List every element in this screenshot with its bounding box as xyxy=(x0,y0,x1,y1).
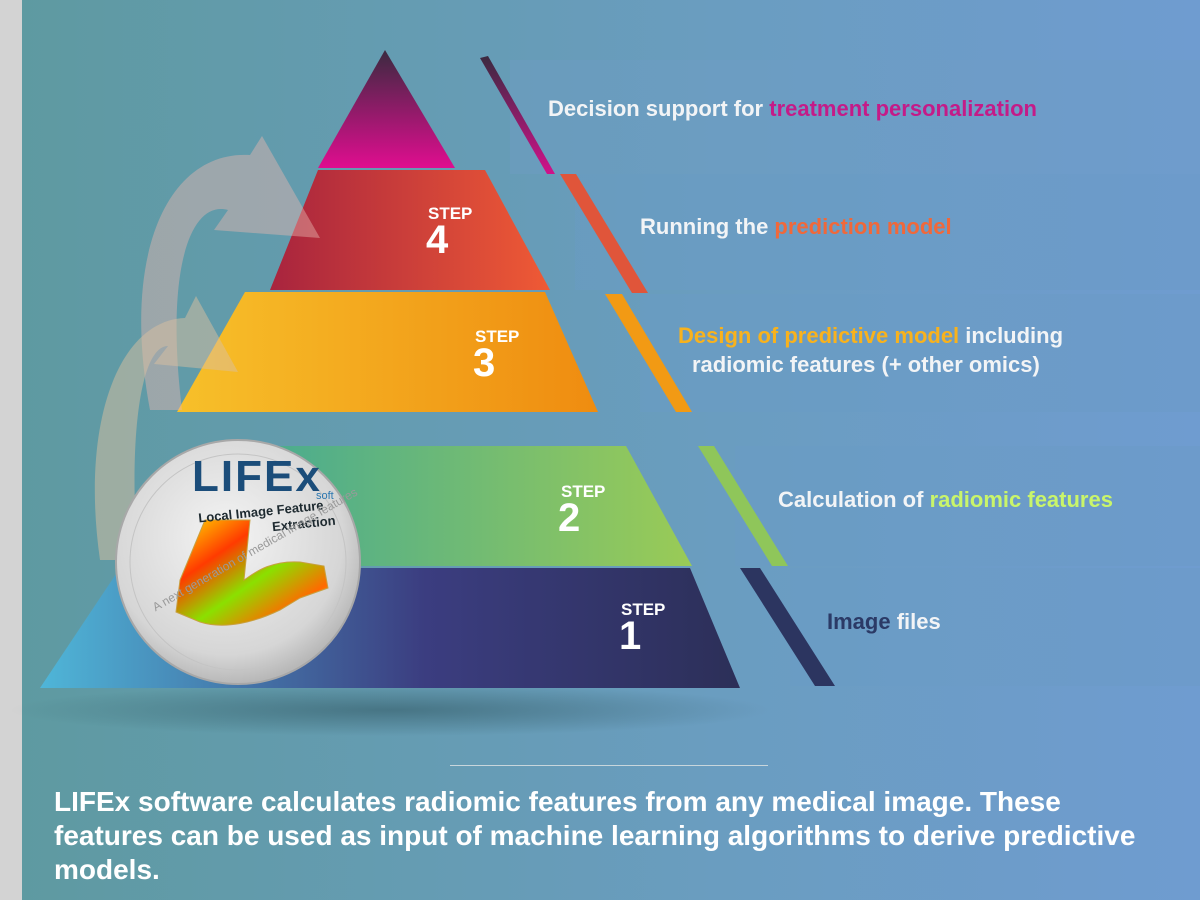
separator-3 xyxy=(605,294,692,412)
label-decision-support: Decision support for treatment personali… xyxy=(548,96,1037,122)
step-2-number: 2 xyxy=(558,496,581,540)
label-band-5 xyxy=(510,60,1200,174)
label-image-files: Image files xyxy=(827,609,941,635)
step-1-word: STEP xyxy=(621,600,666,619)
label-4-highlight: prediction model xyxy=(774,214,952,239)
label-band-3 xyxy=(640,294,1200,412)
logo-title: LIFEx xyxy=(192,452,322,501)
arrow-icon-upper xyxy=(141,136,320,410)
label-band-4 xyxy=(575,174,1200,290)
tier-3 xyxy=(177,292,598,412)
heatmap-shape xyxy=(175,519,329,626)
label-design-model-line2: radiomic features (+ other omics) xyxy=(692,352,1040,377)
label-band-1 xyxy=(790,568,1200,686)
lifex-logo xyxy=(115,439,361,685)
separator-1 xyxy=(740,568,835,686)
tier-top xyxy=(318,50,455,168)
step-4-word: STEP xyxy=(428,204,473,223)
label-1-post: files xyxy=(890,609,941,634)
label-1-highlight: Image xyxy=(827,609,891,634)
tier-4 xyxy=(270,170,550,290)
label-calculation: Calculation of radiomic features xyxy=(778,487,1113,513)
step-3-word: STEP xyxy=(475,327,520,346)
label-5-pre: Decision support for xyxy=(548,96,770,121)
label-2-pre: Calculation of xyxy=(778,487,930,512)
separator-5 xyxy=(480,56,555,174)
step-3-number: 3 xyxy=(473,341,496,385)
label-design-model: Design of predictive model including xyxy=(678,323,1063,349)
label-5-highlight: treatment personalization xyxy=(769,96,1037,121)
step-2-word: STEP xyxy=(561,482,606,501)
logo-sub: soft xyxy=(316,490,334,502)
caption-divider xyxy=(450,765,768,766)
step-4-number: 4 xyxy=(426,218,449,262)
label-2-highlight: radiomic features xyxy=(929,487,1113,512)
left-edge-bar xyxy=(0,0,22,900)
separator-4 xyxy=(560,174,648,293)
pyramid-shadow xyxy=(10,684,770,736)
step-1-number: 1 xyxy=(619,614,642,658)
separator-2 xyxy=(698,446,788,566)
caption: LIFEx software calculates radiomic featu… xyxy=(54,786,1136,885)
label-3-highlight: Design of predictive model xyxy=(678,323,960,348)
label-4-pre: Running the xyxy=(640,214,775,239)
label-band-2 xyxy=(735,446,1200,566)
label-3-post: including xyxy=(959,323,1064,348)
arrow-icon-lower xyxy=(94,296,238,560)
label-running-model: Running the prediction model xyxy=(640,214,952,240)
